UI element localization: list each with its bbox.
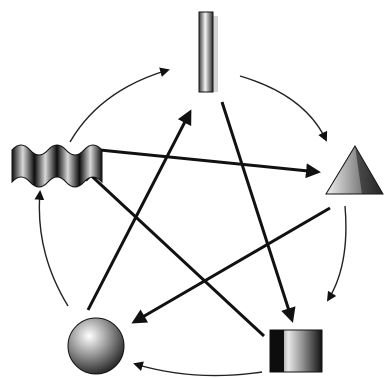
triangle-node xyxy=(326,146,383,194)
cylinder-node xyxy=(270,330,322,372)
cycle-edge-triangle-to-cylinder xyxy=(328,206,346,300)
cycle-edge-bar-to-triangle xyxy=(240,76,326,140)
star-edge-bar-to-cylinder xyxy=(222,102,292,320)
bar-node xyxy=(199,12,218,92)
star-edge-sphere-to-bar xyxy=(88,112,190,310)
cycle-edge-wave-to-bar xyxy=(70,70,168,142)
wave-node xyxy=(12,145,102,187)
cycle-edge-sphere-to-wave xyxy=(39,192,68,306)
cycle-edge-cylinder-to-sphere xyxy=(135,364,262,376)
star-edge-cylinder-to-wave xyxy=(83,168,264,336)
star-edge-wave-to-triangle xyxy=(100,150,318,172)
star-edges xyxy=(83,102,330,336)
sphere-node xyxy=(68,318,124,374)
